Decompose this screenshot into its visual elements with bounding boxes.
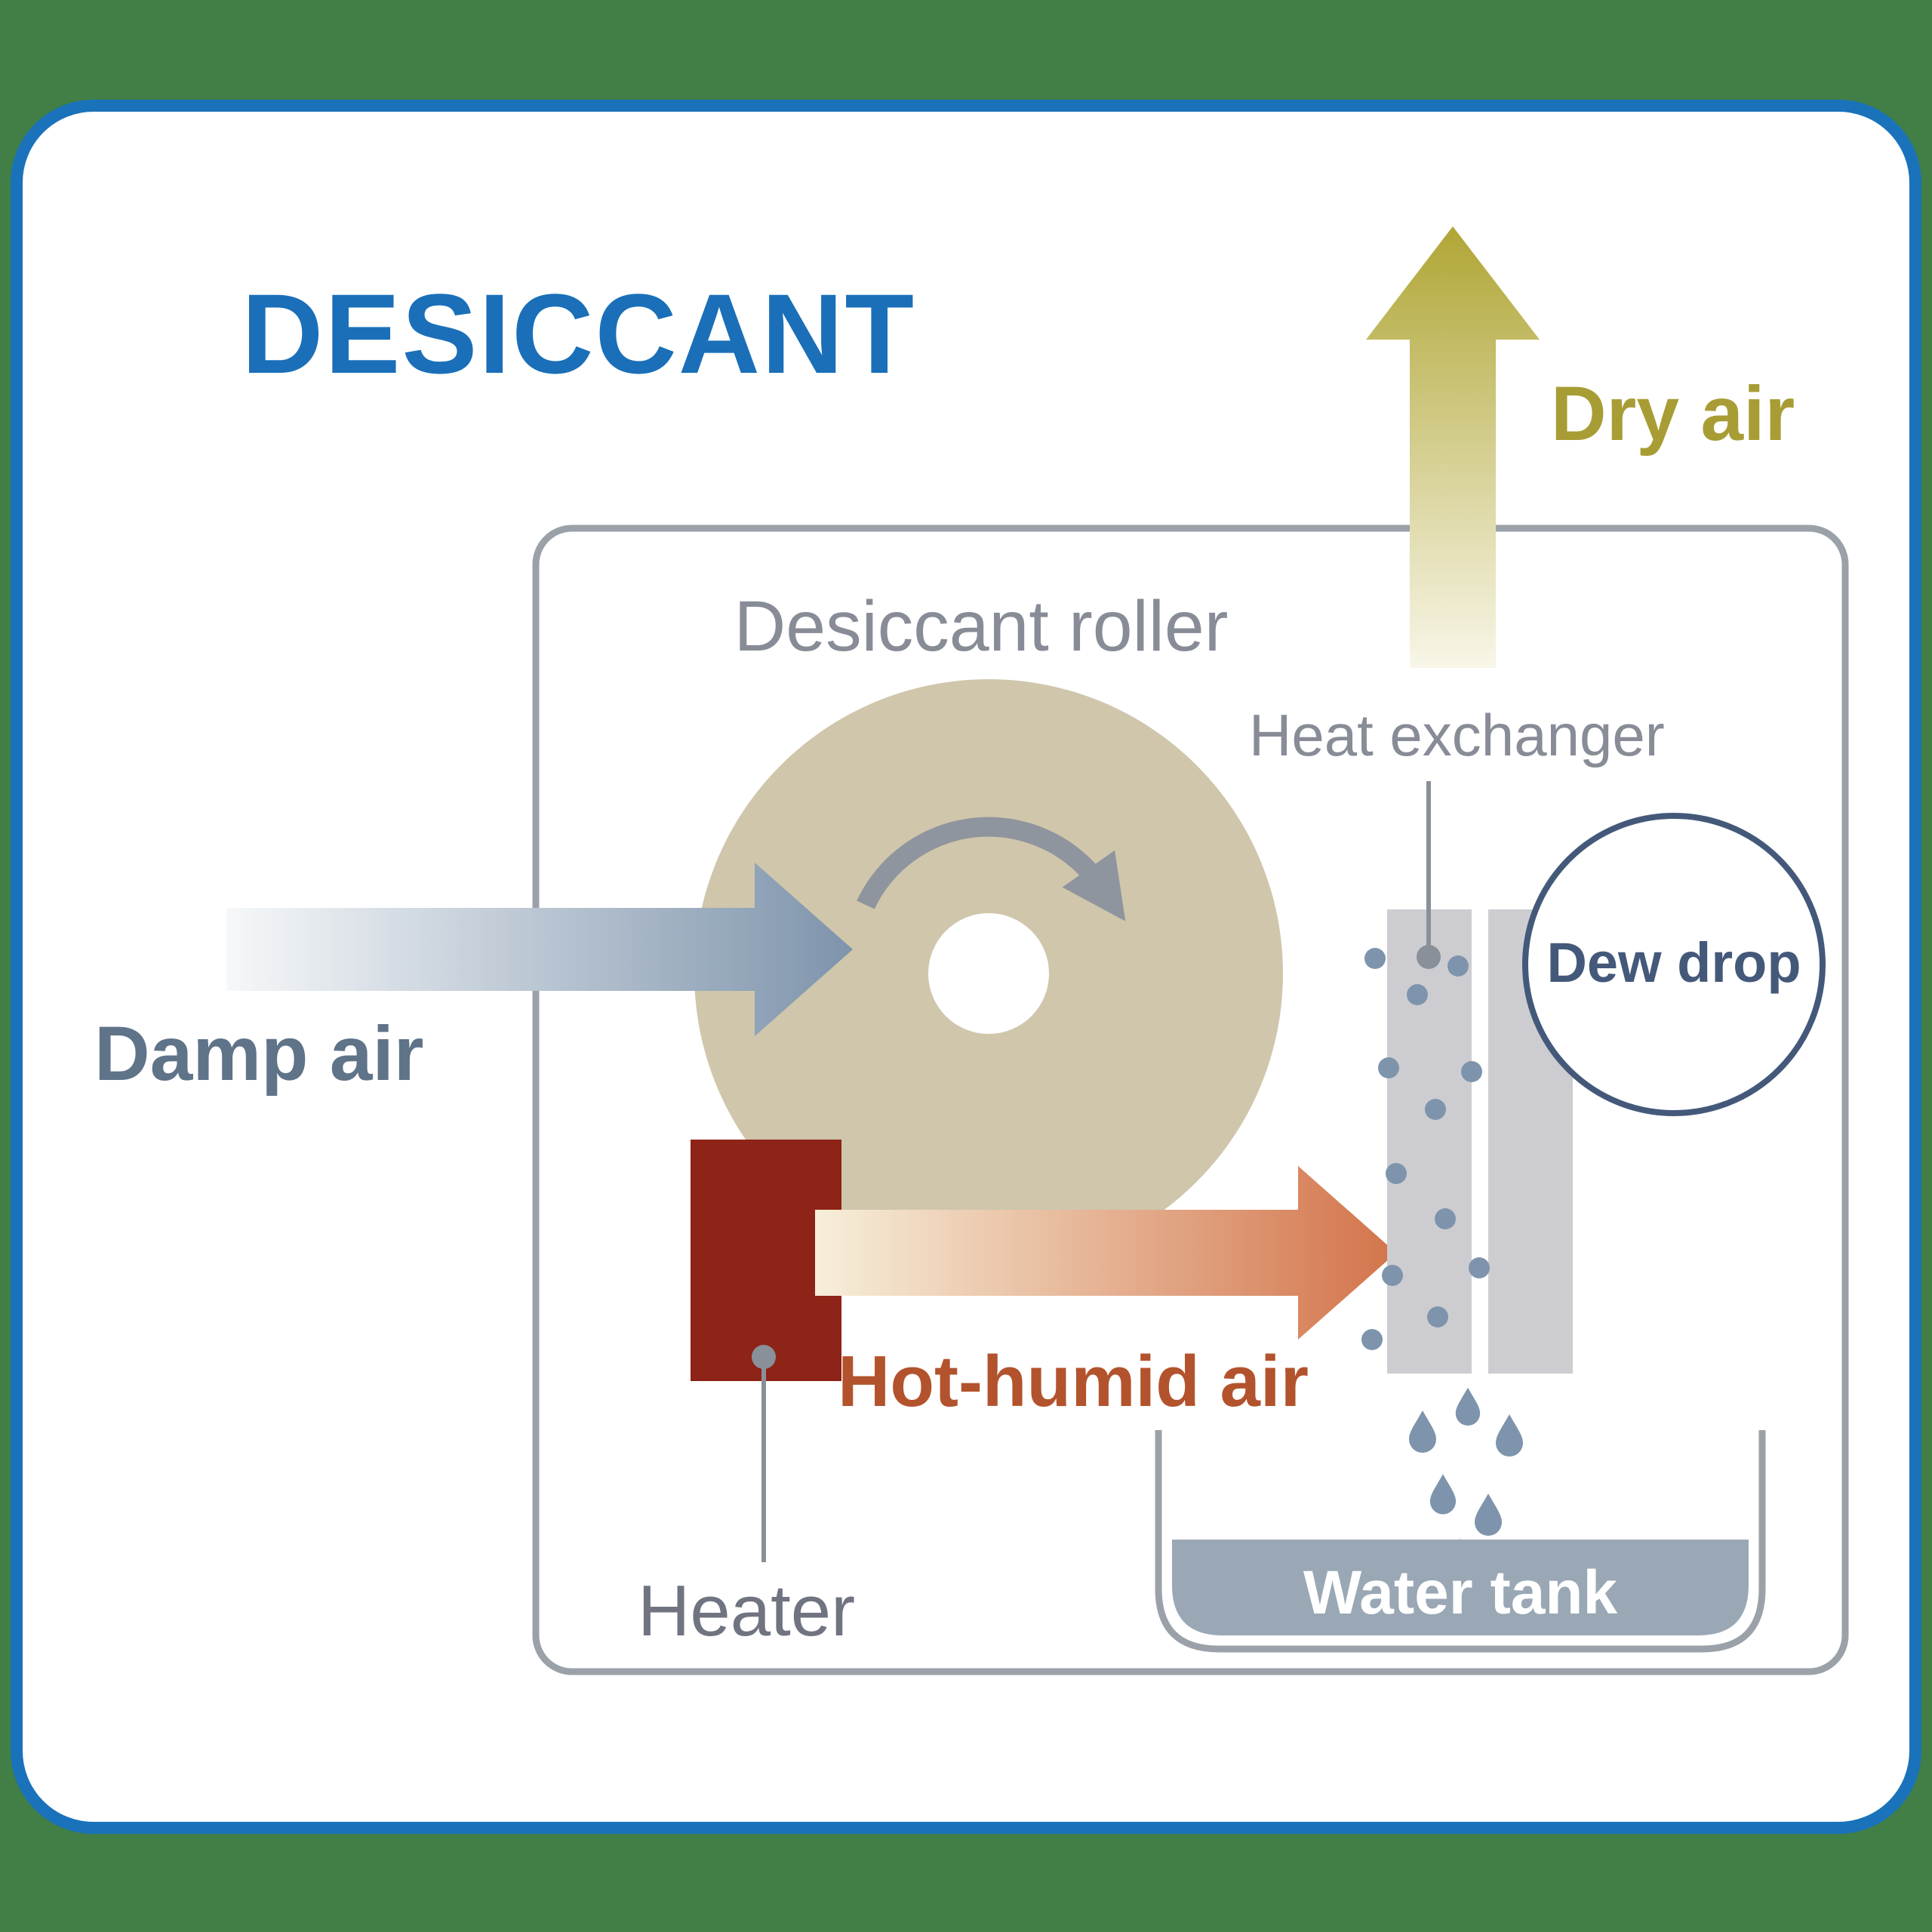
- rotation-arrow-icon: [857, 817, 1126, 921]
- housing-outline: [532, 525, 1849, 1675]
- heater-label: Heater: [638, 1571, 856, 1651]
- dry-air-label: Dry air: [1551, 371, 1795, 457]
- damp-air-label: Damp air: [94, 1011, 424, 1097]
- water-tank: [1155, 1430, 1766, 1653]
- dew-drop-magnifier: [1522, 813, 1826, 1116]
- desiccant-roller-label: Desiccant roller: [734, 586, 1229, 666]
- page-title: DESICCANT: [242, 270, 916, 397]
- water-tank-label: Water tank: [1303, 1558, 1618, 1627]
- hot-humid-air-label: Hot-humid air: [838, 1341, 1309, 1422]
- desiccant-roller: [694, 679, 1283, 1268]
- condensation-dots: [1361, 948, 1490, 1350]
- heat-exchanger-label: Heat exchanger: [1249, 702, 1665, 768]
- heater-pointer: [752, 1345, 776, 1562]
- dry-air-arrow: [1366, 226, 1540, 668]
- heat-exchanger-pointer: [1417, 781, 1441, 969]
- hot-humid-air-arrow: [815, 1166, 1396, 1340]
- dew-drop-label: Dew drop: [1546, 931, 1801, 994]
- damp-air-arrow: [226, 863, 853, 1036]
